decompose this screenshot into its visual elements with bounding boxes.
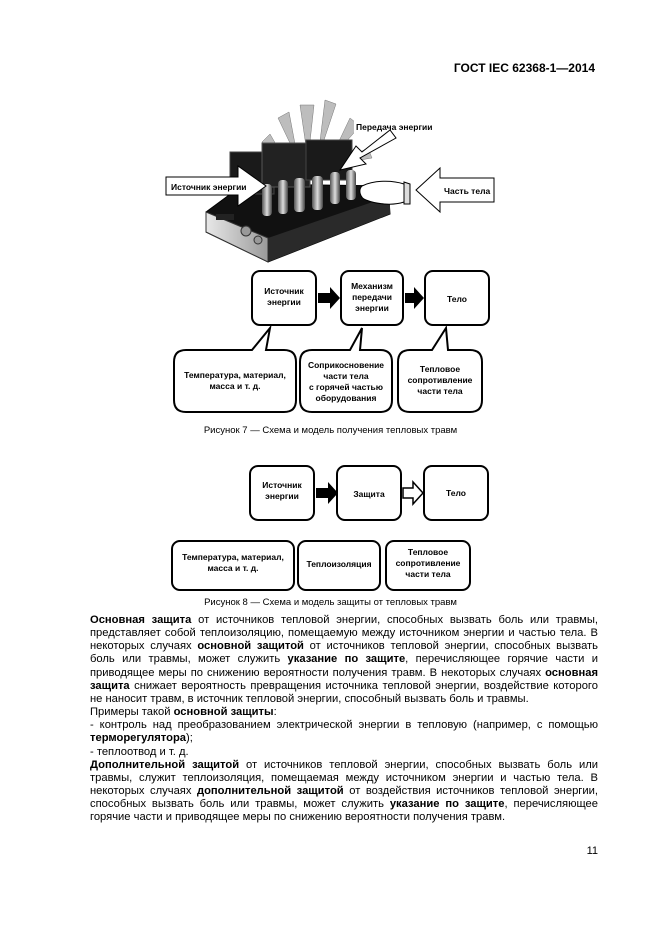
arrow-3 bbox=[316, 482, 338, 504]
figure7-diagram: Источник энергии Механизм передачи энерг… bbox=[173, 270, 490, 413]
figure7-caption: Рисунок 7 — Схема и модель получения теп… bbox=[203, 425, 458, 436]
list-item: - контроль над преобразованием электриче… bbox=[90, 719, 598, 745]
vacuum-tubes bbox=[262, 170, 356, 216]
arrow-2 bbox=[405, 287, 424, 309]
mechanism-box bbox=[340, 270, 404, 326]
svg-text:части тела: части тела bbox=[417, 386, 462, 396]
label-box-1 bbox=[171, 540, 295, 591]
svg-text:масса и т. д.: масса и т. д. bbox=[209, 381, 260, 391]
arrow-1 bbox=[318, 287, 340, 309]
svg-text:энергии: энергии bbox=[267, 297, 301, 307]
svg-text:части тела: части тела bbox=[323, 371, 368, 381]
paragraph-supplementary-protection: Дополнительной защитой от источников теп… bbox=[90, 758, 598, 824]
svg-text:Тело: Тело bbox=[447, 294, 467, 304]
svg-text:с горячей частью: с горячей частью bbox=[309, 382, 383, 392]
svg-text:передачи: передачи bbox=[352, 292, 392, 302]
energy-transfer-label: Передача энергии bbox=[356, 122, 432, 132]
svg-text:Тепловое: Тепловое bbox=[408, 547, 448, 557]
label-box-2 bbox=[297, 540, 381, 591]
svg-text:Источник: Источник bbox=[262, 480, 302, 490]
energy-source-label: Источник энергии bbox=[171, 182, 247, 192]
svg-text:сопротивление: сопротивление bbox=[408, 375, 473, 385]
source-box bbox=[251, 270, 317, 326]
svg-text:Соприкосновение: Соприкосновение bbox=[308, 360, 384, 370]
svg-text:Тело: Тело bbox=[446, 488, 466, 498]
svg-text:Защита: Защита bbox=[353, 489, 385, 499]
body-part-label: Часть тела bbox=[444, 186, 490, 196]
figure8-diagram: Источник энергии Защита Тело Температура… bbox=[171, 465, 489, 591]
protection-box bbox=[336, 465, 402, 521]
body-box bbox=[424, 270, 490, 326]
figure8-caption: Рисунок 8 — Схема и модель защиты от теп… bbox=[204, 597, 457, 608]
svg-text:Механизм: Механизм bbox=[351, 281, 393, 291]
svg-text:Теплоизоляция: Теплоизоляция bbox=[306, 559, 371, 569]
svg-text:масса и т. д.: масса и т. д. bbox=[207, 563, 258, 573]
svg-text:Температура, материал,: Температура, материал, bbox=[182, 552, 284, 562]
svg-text:Температура, материал,: Температура, материал, bbox=[184, 370, 286, 380]
amplifier-illustration: Передача энергии Источник энергии Часть … bbox=[165, 99, 495, 263]
svg-text:Источник: Источник bbox=[264, 286, 304, 296]
svg-text:оборудования: оборудования bbox=[316, 393, 377, 403]
svg-text:энергии: энергии bbox=[265, 491, 299, 501]
callout-2 bbox=[299, 327, 393, 413]
paragraph-basic-protection: Основная защита от источников тепловой э… bbox=[90, 614, 598, 705]
arrow-4 bbox=[402, 480, 425, 506]
list-item: - теплоотвод и т. д. bbox=[90, 745, 189, 758]
callout-1 bbox=[173, 324, 297, 413]
source-box-2 bbox=[249, 465, 315, 521]
svg-text:Тепловое: Тепловое bbox=[420, 364, 460, 374]
svg-text:энергии: энергии bbox=[355, 303, 389, 313]
paragraph-examples: Примеры такой основной защиты: bbox=[90, 706, 277, 719]
callout-3 bbox=[397, 324, 483, 413]
svg-text:части тела: части тела bbox=[405, 569, 450, 579]
svg-text:сопротивление: сопротивление bbox=[396, 558, 461, 568]
label-box-3 bbox=[385, 540, 471, 591]
page-number: 11 bbox=[586, 845, 598, 857]
body-text: Основная защита от источников тепловой э… bbox=[90, 614, 598, 825]
document-header: ГОСТ IEC 62368-1—2014 bbox=[453, 61, 595, 75]
figures-svg: Передача энергии Источник энергии Часть … bbox=[165, 99, 495, 591]
body-box-2 bbox=[423, 465, 489, 521]
